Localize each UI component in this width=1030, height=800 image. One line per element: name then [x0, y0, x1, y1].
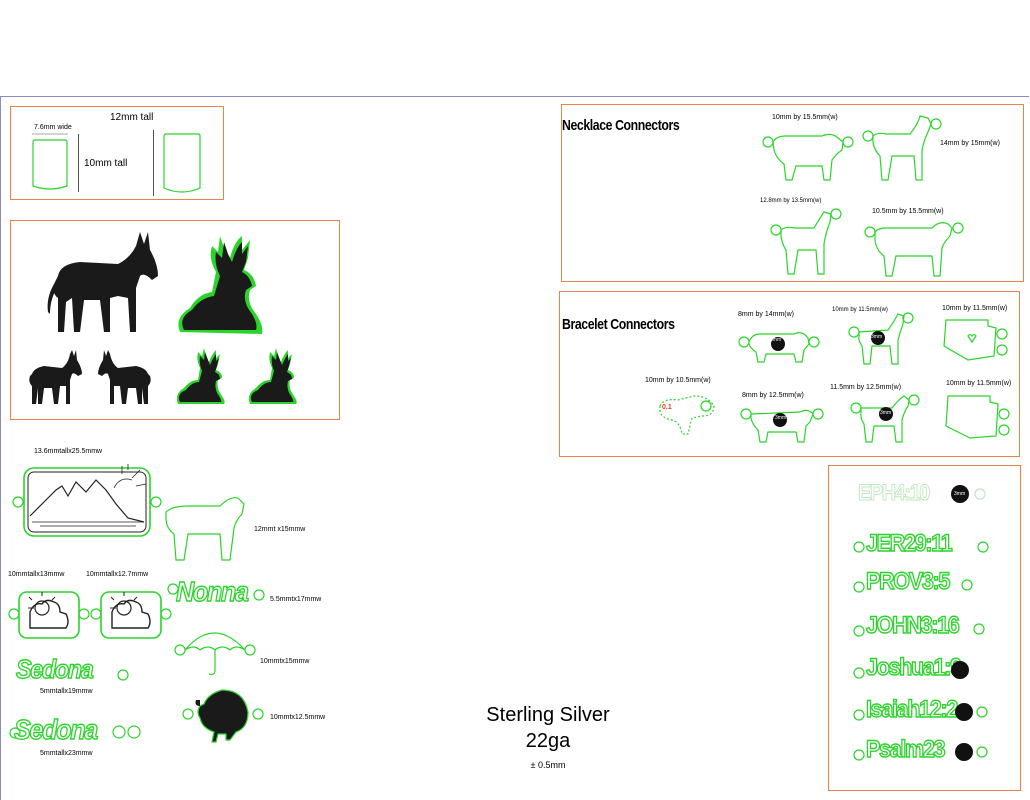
jackalope-small-icon-1: [176, 348, 225, 404]
tag-width-label: 7.6mm wide: [34, 124, 72, 131]
artboard: [0, 96, 1029, 800]
bracelet-dot-label-1: 3mm: [770, 337, 782, 343]
bracelet-arizona-connector-2: [945, 395, 1010, 439]
verse-charm-1: EPH4:10: [858, 480, 931, 506]
verse-6-loop-left: [853, 709, 865, 721]
umbrella-charm: [174, 632, 256, 676]
verse-1-dot-label: 3mm: [954, 491, 966, 497]
verse-2-loop-left: [853, 541, 865, 553]
tag-dim-line: [78, 134, 79, 192]
turkey-size-label: 10mmtx12.5mmw: [270, 714, 326, 721]
bracelet-dot-label-4: 3mm: [880, 410, 892, 416]
material-tolerance: ± 0.5mm: [530, 760, 566, 770]
necklace-cow-connector: [864, 222, 964, 277]
tag-size-box: [10, 106, 224, 200]
bracelet-size-2: 10mm by 11.5mm(w): [832, 307, 888, 313]
necklace-connectors-box: [561, 104, 1024, 282]
nonna-size-label: 5.5mmtx17mmw: [270, 596, 322, 603]
necklace-lamb-connector: [770, 208, 842, 275]
necklace-size-3: 12.8mm by 13.5mm(w): [760, 198, 822, 204]
necklace-pig-connector: [762, 133, 854, 181]
bracelet-title: Bracelet Connectors: [562, 316, 675, 333]
verse-4-loop-right: [973, 623, 985, 635]
verse-7-dot: [955, 743, 988, 761]
verse-7-loop-left: [853, 749, 865, 761]
necklace-goat-connector: [862, 115, 942, 181]
tag-dim-line-2: [153, 130, 154, 196]
animal-art-box: [10, 220, 340, 420]
bracelet-arizona-connector-1: [943, 319, 1008, 361]
bracelet-dot-label-3: 3mm: [775, 415, 787, 421]
tag-shape-right: [163, 133, 201, 193]
verse-5-loop-left: [853, 667, 865, 679]
verse-charm-7: Psalm23: [865, 735, 946, 763]
bracelet-dot-label-2: 3mm: [871, 334, 883, 340]
bracelet-size-3: 10mm by 11.5mm(w): [942, 305, 1008, 312]
verse-charm-3: PROV3:5: [865, 567, 951, 595]
cow-charm: [165, 497, 245, 561]
verse-3-loop-left: [853, 581, 865, 593]
sedona2-loop-left: [9, 727, 21, 739]
verse-2-loop-right: [977, 541, 989, 553]
turkey-charm: [182, 689, 264, 743]
verse-charm-4: JOHN3:16: [865, 611, 960, 639]
sedona2-loop-right: [112, 725, 141, 739]
donkey-small-icon-2: [98, 350, 151, 404]
cow-size-label: 12mmt x15mmw: [254, 526, 306, 533]
nonna-charm: Nonna: [175, 575, 249, 607]
bracelet-connectors-box: [559, 291, 1020, 457]
sedona1-loop-right: [117, 669, 129, 681]
verse-1-dot: [951, 485, 986, 503]
sun1-size-label: 10mmtallx13mmw: [8, 571, 65, 578]
donkey-small-icon-1: [29, 350, 82, 404]
necklace-title: Necklace Connectors: [562, 117, 680, 134]
bracelet-pig-connector: [738, 332, 820, 363]
bracelet-marker: 0.1: [662, 404, 672, 411]
sun2-size-label: 10mmtallx12.7mmw: [86, 571, 149, 578]
mountain-size-label: 13.6mmtallx25.5mmw: [34, 448, 103, 455]
verse-charm-2: JER29:11: [865, 529, 953, 557]
sun-cloud-charm-2: [90, 591, 172, 639]
bracelet-goat-connector: [848, 312, 914, 365]
bracelet-size-4: 10mm by 10.5mm(w): [645, 377, 711, 384]
necklace-size-1: 10mm by 15.5mm(w): [772, 114, 838, 121]
mountain-sun-connector: [12, 464, 162, 537]
bracelet-size-7: 10mm by 11.5mm(w): [946, 380, 1012, 387]
verse-5-dot: [951, 661, 969, 679]
verse-4-loop-left: [853, 625, 865, 637]
tag-height-label: 10mm tall: [84, 158, 128, 169]
verse-charm-6: Isaiah12:2: [865, 695, 959, 723]
nonna-loop-left: [167, 583, 179, 595]
material-gauge: 22ga: [525, 730, 571, 752]
verse-3-loop-right: [961, 579, 973, 591]
tag-shape-left: [32, 133, 68, 190]
umbrella-size-label: 10mmtx15mmw: [260, 658, 310, 665]
bracelet-size-1: 8mm by 14mm(w): [738, 311, 795, 318]
tag-title: 12mm tall: [110, 112, 154, 123]
donkey-large-icon: [47, 232, 158, 332]
verse-charm-5: Joshua1:9: [865, 653, 962, 681]
sedona-charm-2: Sedona: [13, 713, 99, 745]
sedona1-size-label: 5mmtallx19mmw: [40, 688, 93, 695]
bracelet-lamb-connector: [850, 394, 920, 443]
bracelet-outline-connector: [659, 395, 715, 435]
bracelet-size-5: 8mm by 12.5mm(w): [742, 392, 804, 399]
jackalope-large-icon: [178, 236, 263, 334]
bracelet-cow-connector: [740, 408, 824, 443]
bracelet-size-6: 11.5mm by 12.5mm(w): [830, 384, 902, 391]
material-name: Sterling Silver: [486, 704, 610, 726]
necklace-size-2: 14mm by 15mm(w): [940, 140, 1000, 147]
sedona2-size-label: 5mmtallx23mmw: [40, 750, 93, 757]
sun-cloud-charm-1: [8, 591, 90, 639]
verse-6-dot: [955, 703, 988, 721]
jackalope-small-icon-2: [248, 348, 297, 404]
nonna-loop-right: [253, 589, 265, 601]
verse-charms-box: [828, 465, 1021, 791]
necklace-size-4: 10.5mm by 15.5mm(w): [872, 208, 944, 215]
sedona-charm-1: Sedona: [15, 653, 94, 684]
